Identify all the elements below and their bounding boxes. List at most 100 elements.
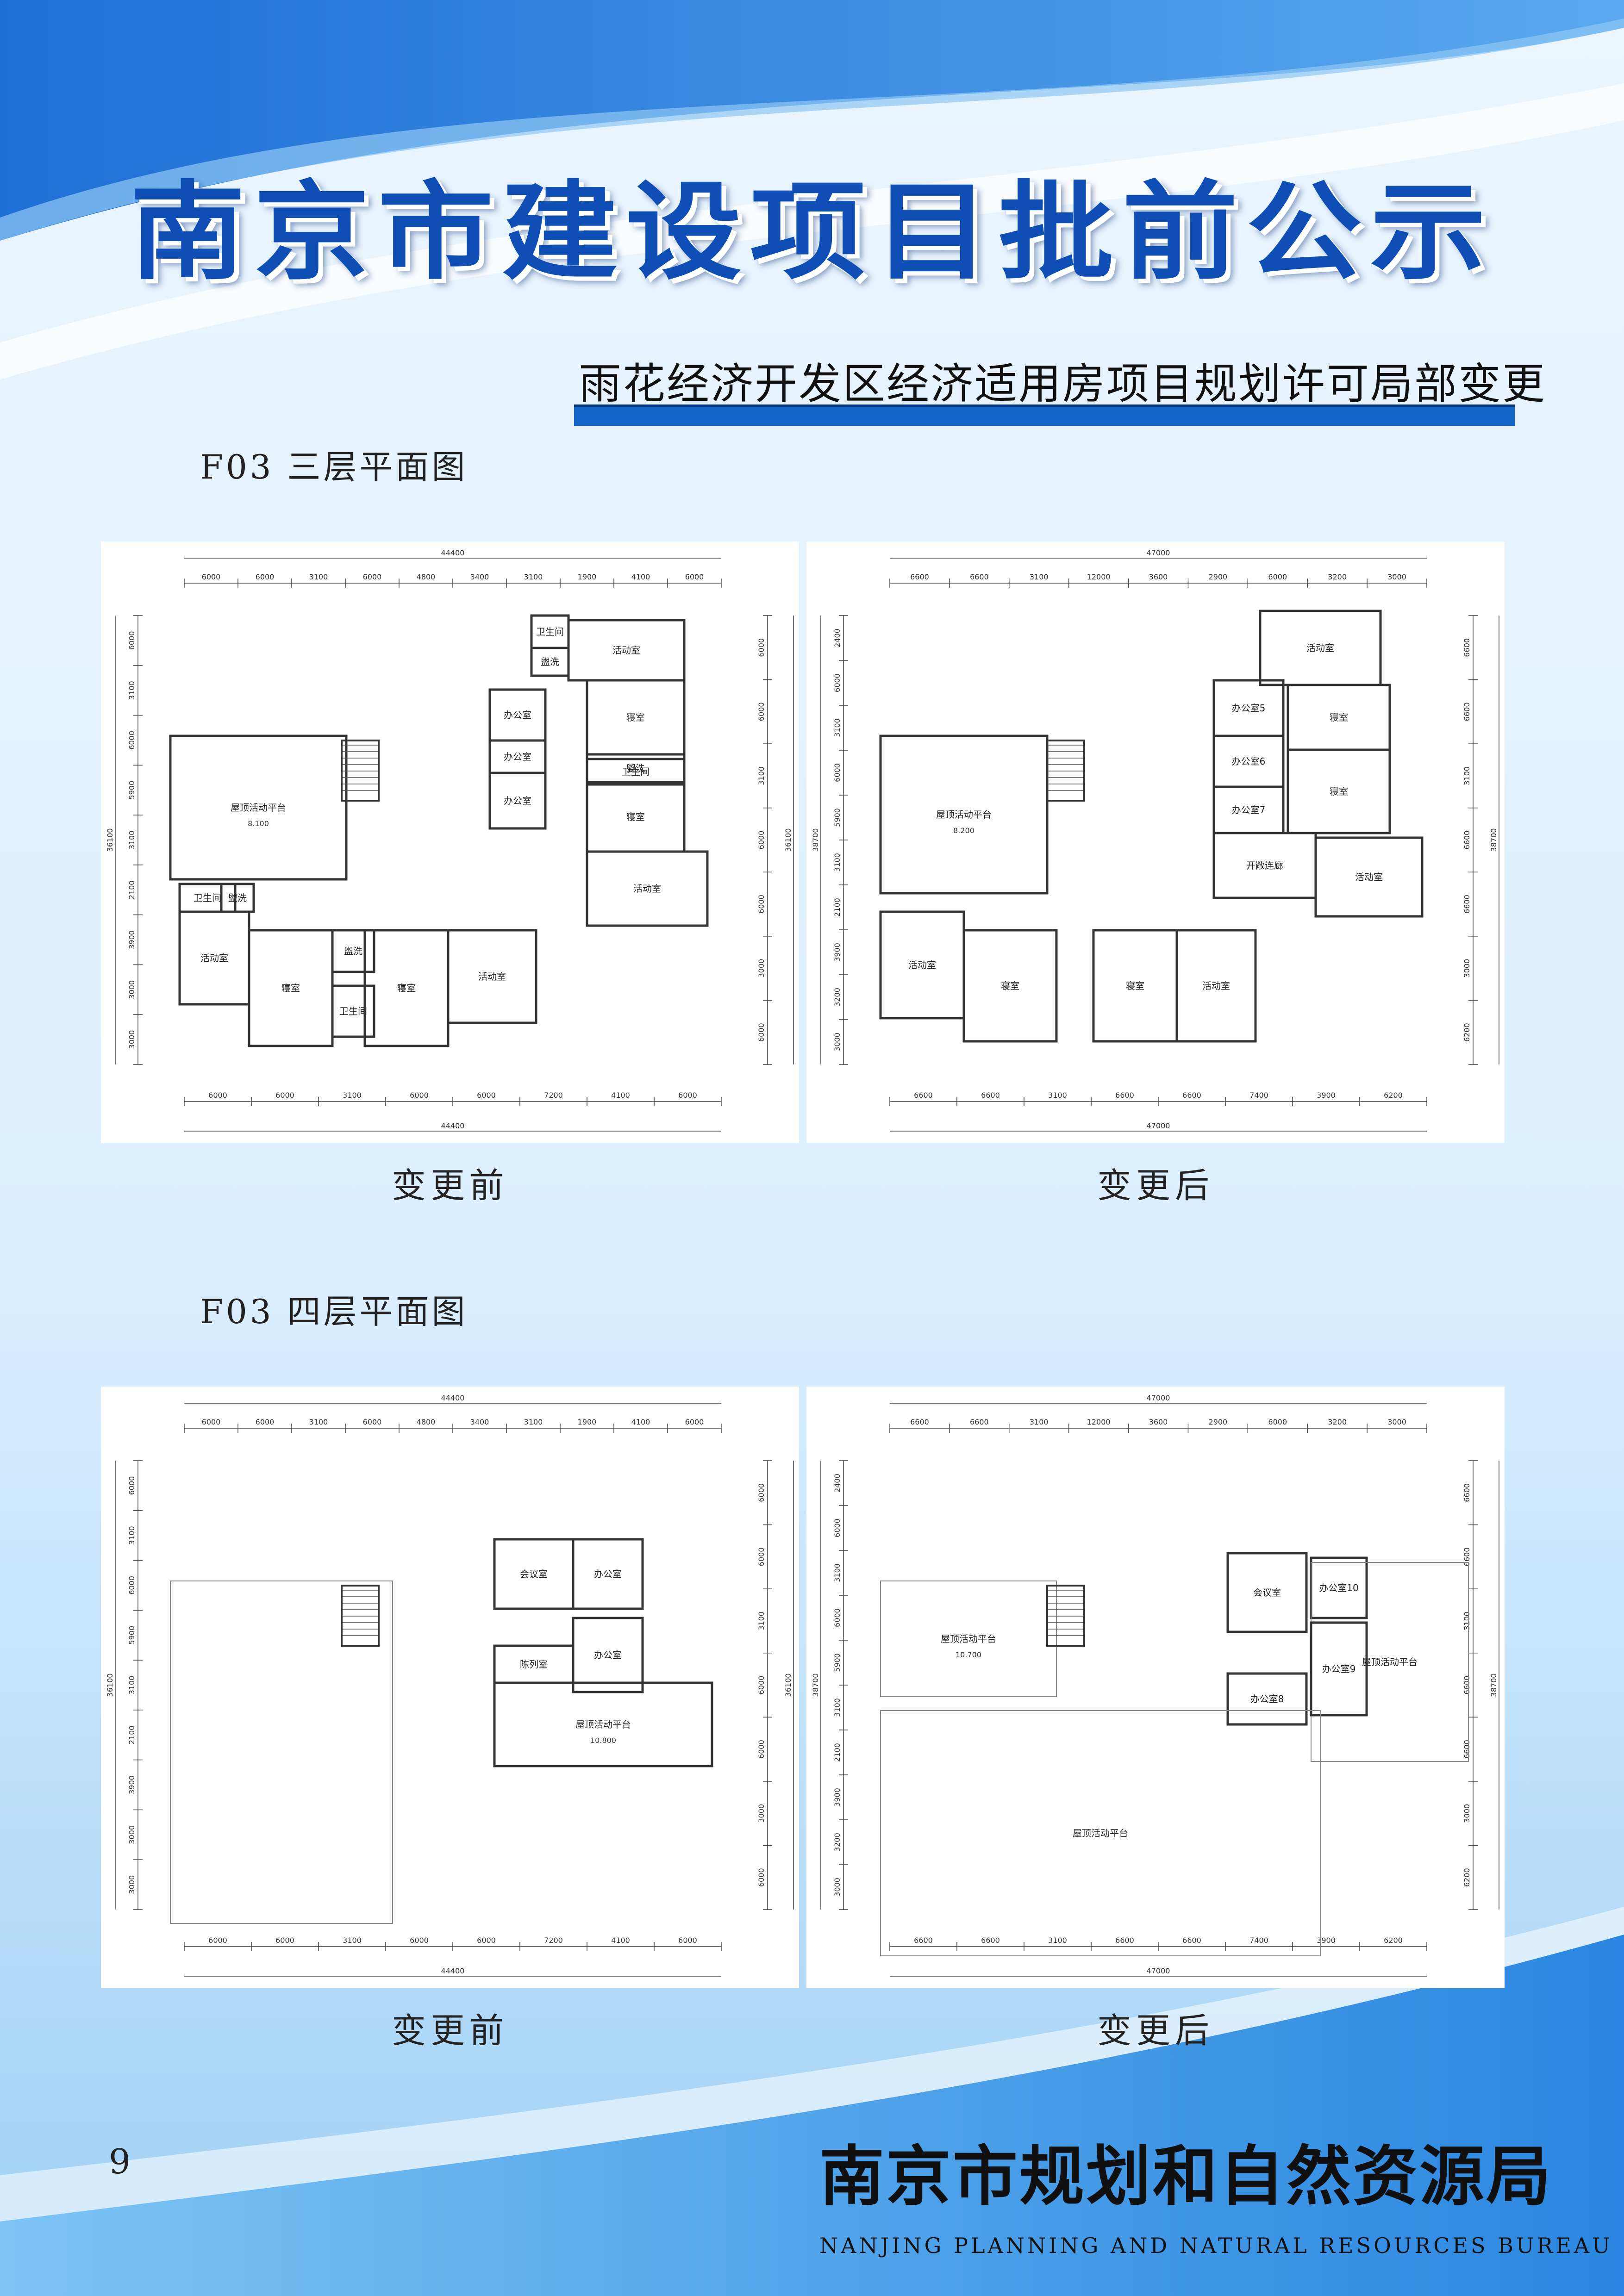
floor3-after-right-dim: 6600 [1462,831,1471,850]
floor3-before-top-dim: 3400 [470,572,489,581]
floor3-before-top-dim: 6000 [363,572,382,581]
floor3-before-right-dim: 6000 [757,638,766,657]
floor3-before-top-dim: 6000 [202,572,221,581]
floor3-after-left-total: 38700 [811,828,820,852]
floor4-before-top-dim: 4800 [417,1418,436,1426]
room-label: 寝室 [1001,980,1019,991]
floor4-before-bottom-dim: 6000 [410,1936,429,1945]
project-subtitle: 雨花经济开发区经济适用房项目规划许可局部变更 [579,359,1547,409]
floor4-before-bottom-dim: 6000 [477,1936,496,1945]
floor3-before-top-dim: 3100 [524,572,543,581]
page-title: 南京市建设项目批前公示 [130,169,1494,294]
floor3-before-left-dim: 3100 [127,831,136,850]
floor3-after-left-dim: 3900 [833,943,842,962]
floor3-before-right-dim: 3100 [757,766,766,785]
room-label: 寝室 [397,983,416,994]
floor3-after-top-dim: 3200 [1328,572,1347,581]
caption-floor3-after: 变更后 [1097,1166,1214,1206]
floor3-after-top-dim: 6600 [910,572,929,581]
room-label: 寝室 [626,712,645,723]
floor3-before-top-dim: 4100 [631,572,650,581]
section-heading-floor-4: F03 四层平面图 [200,1292,468,1331]
floor4-after-right-dim: 3100 [1462,1612,1471,1630]
room-label: 寝室 [281,983,300,994]
room-label: 寝室 [626,811,645,822]
floor3-before-top-dim: 1900 [578,572,597,581]
bureau-name-en: NANJING PLANNING AND NATURAL RESOURCES B… [819,2233,1613,2258]
room-label: 办公室5 [1232,703,1266,714]
floor3-after-left-dim: 3100 [833,853,842,872]
room-label: 办公室 [504,795,531,806]
floor3-before-bottom-total: 44400 [441,1121,465,1130]
room-label: 屋顶活动平台 [231,802,286,813]
floor3-before-right-dim: 3000 [757,959,766,978]
floor4-after-bottom-dim: 6200 [1384,1936,1403,1945]
floor4-after-bottom-dim: 3100 [1048,1936,1067,1945]
floor3-after-bottom-dim: 3900 [1317,1091,1336,1100]
room-label: 盥洗 [541,656,559,667]
floor4-before-left-total: 36100 [106,1674,114,1697]
room-label: 卫生间 [194,892,221,903]
floor3-before-bottom-dim: 6000 [208,1091,227,1100]
floor3-before-bottom-dim: 6000 [275,1091,294,1100]
floor4-before-bottom-dim: 4100 [611,1936,630,1945]
floor3-before-bottom-dim: 6000 [678,1091,697,1100]
floor4-after-left-total: 38700 [811,1674,820,1697]
floor4-before-top-dim: 1900 [578,1418,597,1426]
floor4-after-left-dim: 6000 [833,1608,842,1627]
room-label: 办公室8 [1250,1693,1284,1705]
floor4-after-right-dim: 6600 [1462,1483,1471,1502]
floor3-before-right-dim: 6000 [757,895,766,914]
floor3-before-left-dim: 3000 [127,1030,136,1049]
floor3-before-bottom-dim: 6000 [410,1091,429,1100]
floor4-before-bottom-total: 44400 [441,1966,465,1975]
subtitle-underline [574,404,1515,426]
room-label: 活动室 [1306,642,1334,653]
room-label: 活动室 [1202,980,1230,991]
floor4-before-top-dim: 6000 [685,1418,704,1426]
floor3-before-bottom-dim: 3100 [343,1091,362,1100]
room-label: 活动室 [478,971,506,982]
room-label: 办公室 [594,1568,622,1580]
floor3-after-right-dim: 6200 [1462,1023,1471,1042]
floor3-after-left-dim: 6000 [833,673,842,692]
floor4-before-left-dim: 3100 [127,1526,136,1545]
elevation-label: 8.100 [248,819,269,828]
room-label: 寝室 [1330,712,1348,723]
floor4-after-bottom-total: 47000 [1147,1966,1170,1975]
floor3-after-right-dim: 3000 [1462,959,1471,978]
floor4-after-bottom-dim: 6600 [1115,1936,1134,1945]
floor3-after-left-dim: 3000 [833,1033,842,1052]
floor3-before-left-dim: 2100 [127,880,136,899]
room-label: 办公室 [594,1649,622,1661]
floor3-after-right-dim: 6600 [1462,638,1471,657]
floor4-before-bottom-dim: 3100 [343,1936,362,1945]
room-label: 盥洗 [626,763,645,774]
floor3-before-right-dim: 6000 [757,702,766,721]
section-heading-floor-3: F03 三层平面图 [200,448,468,486]
elevation-label: 10.800 [590,1736,616,1745]
floor4-after-top-dim: 12000 [1087,1418,1111,1426]
floor4-before-left-dim: 3100 [127,1676,136,1695]
floor4-before-left-dim: 6000 [127,1576,136,1595]
room-label: 开敞连廊 [1246,860,1283,871]
floor4-before-top-dim: 4100 [631,1418,650,1426]
floor3-after-top-dim: 3100 [1030,572,1049,581]
floor4-after-top-dim: 2900 [1209,1418,1228,1426]
floor4-after-right-dim: 3000 [1462,1804,1471,1823]
floor4-after-bottom-dim: 6600 [1182,1936,1201,1945]
floor4-after-right-dim: 6200 [1462,1868,1471,1887]
floor4-before-top-dim: 6000 [363,1418,382,1426]
room-label: 办公室7 [1232,804,1266,815]
floor4-before-right-dim: 6000 [757,1547,766,1566]
floor4-before-right-dim: 6000 [757,1740,766,1759]
page-number: 9 [109,2142,131,2182]
room-label: 屋顶活动平台 [575,1719,631,1730]
floor3-before-left-dim: 3900 [127,930,136,949]
